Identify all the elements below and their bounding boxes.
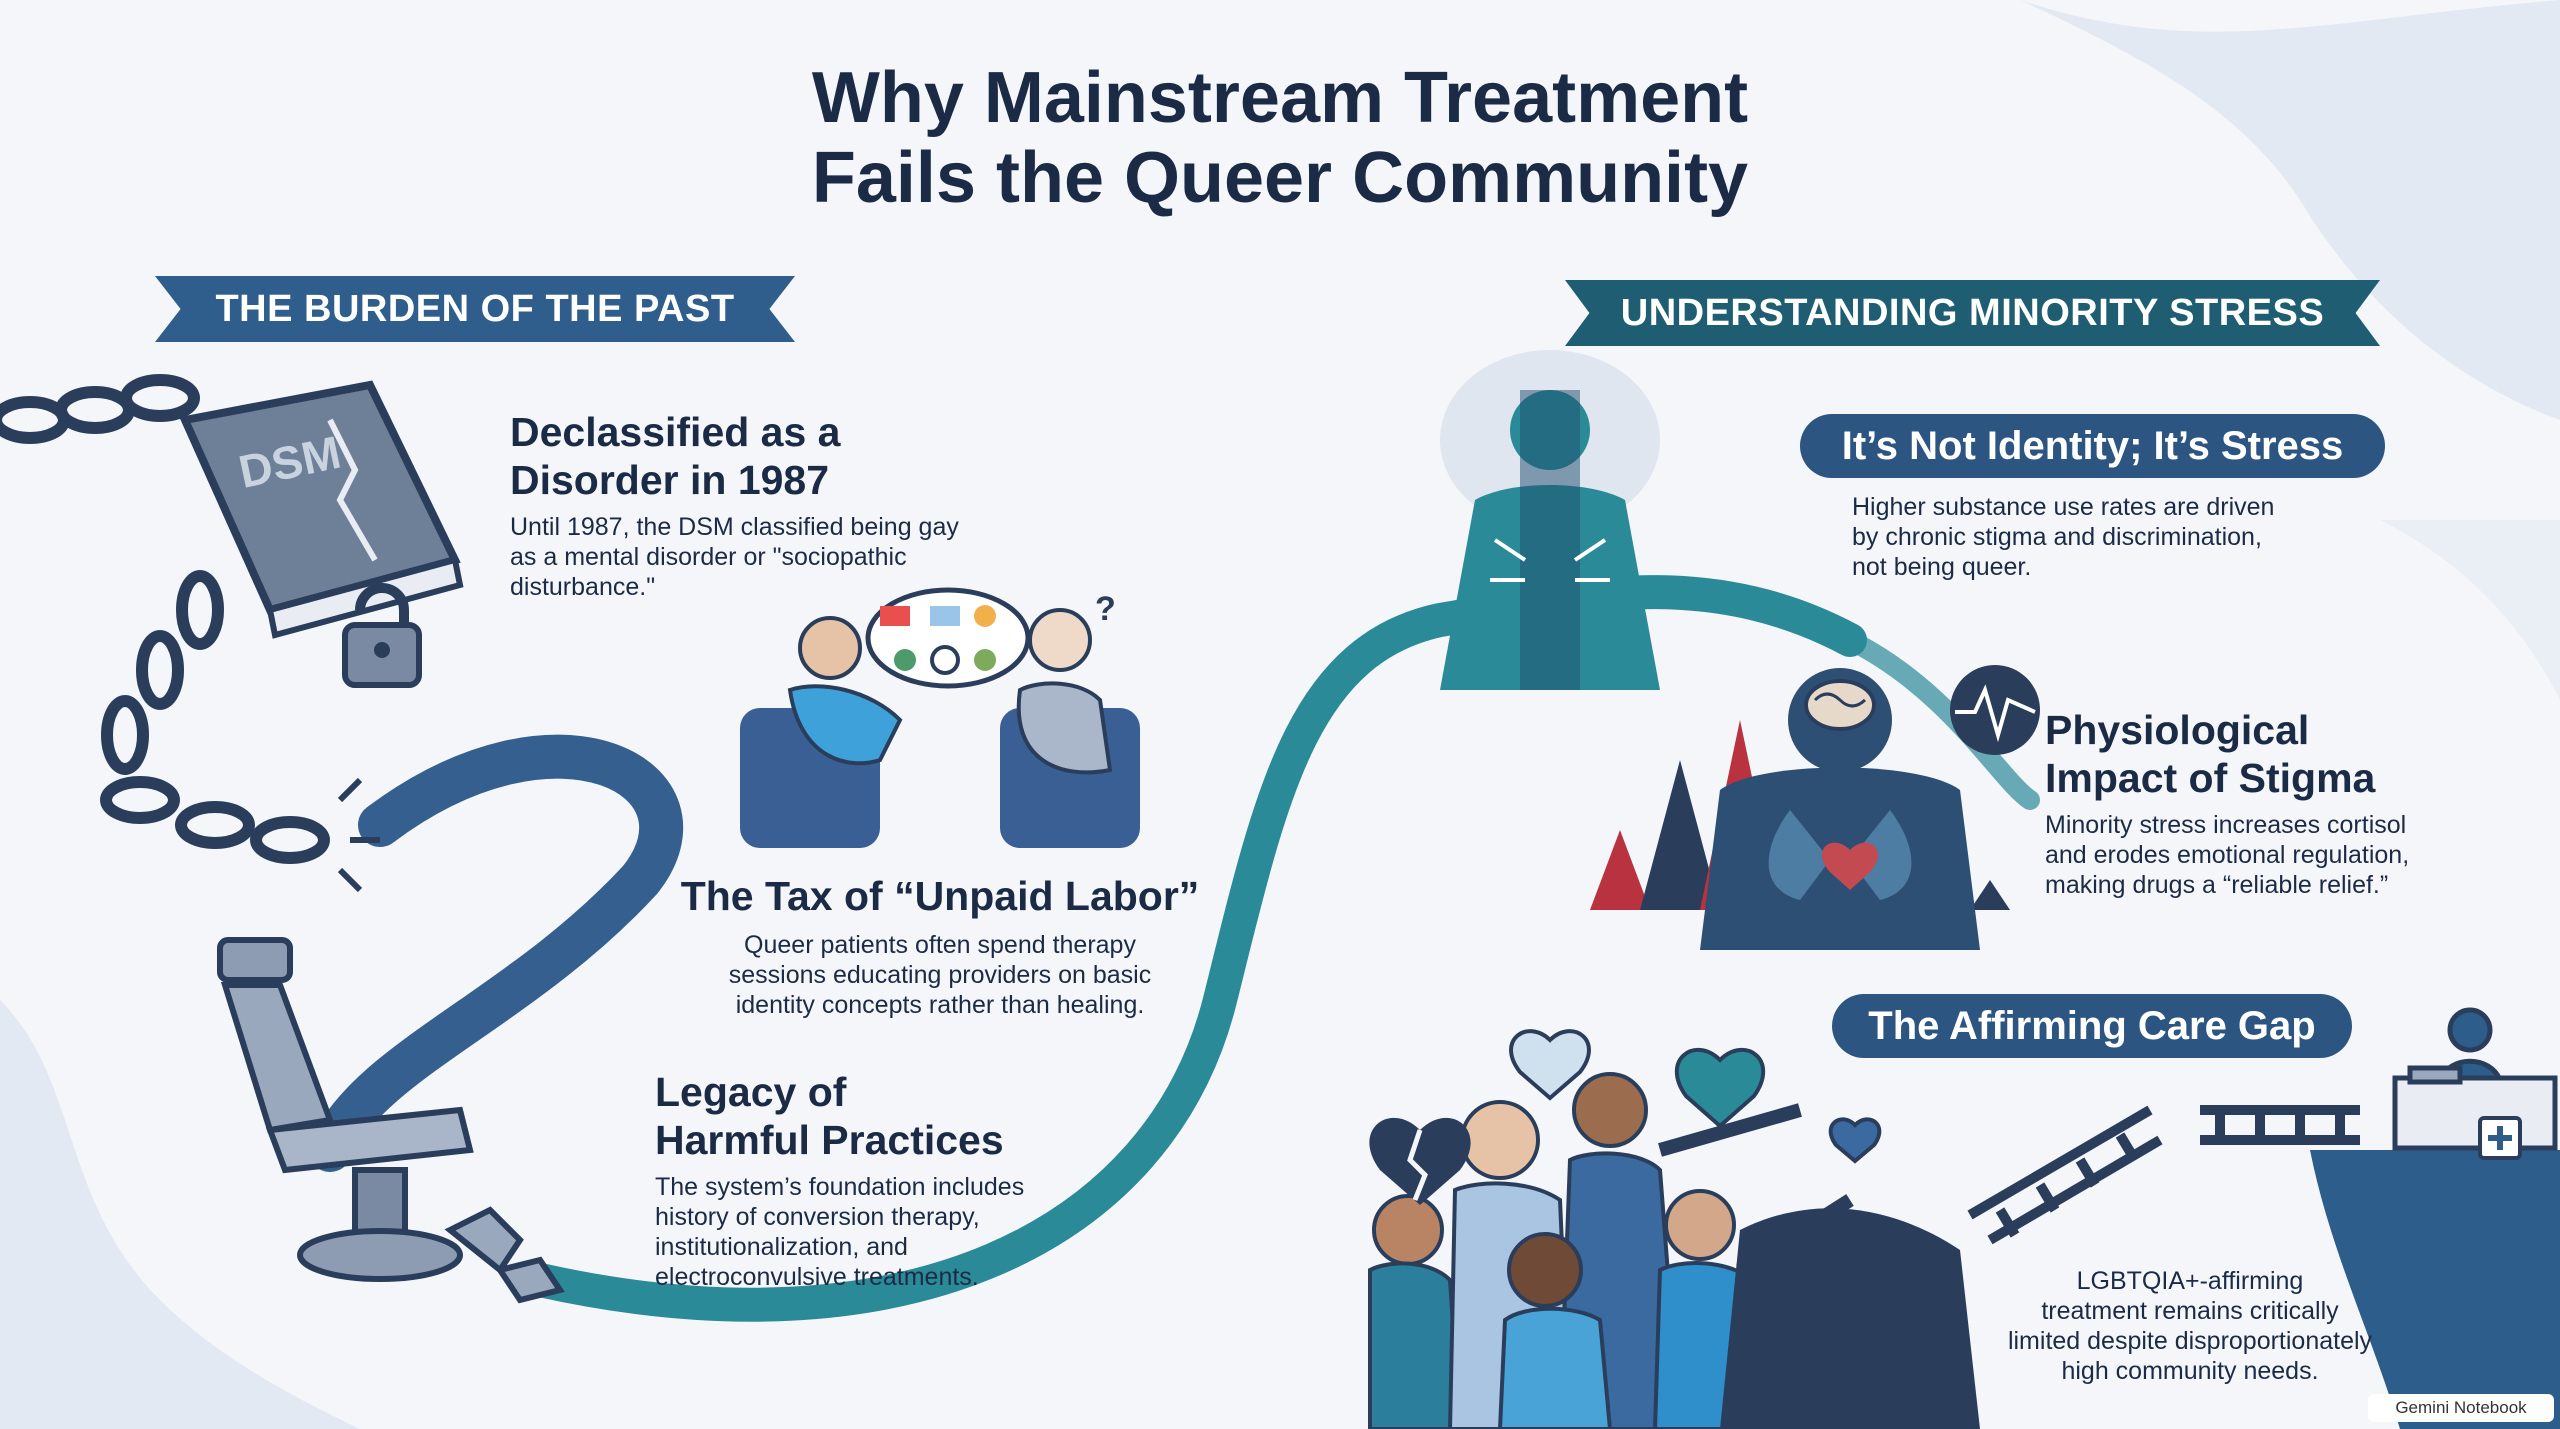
right-section-banner: UNDERSTANDING MINORITY STRESS — [1565, 280, 2380, 346]
care-gap-body-line-3: limited despite disproportionately — [2007, 1327, 2373, 1355]
heartbeat-icon — [1950, 665, 2040, 755]
medical-cross-icon — [2478, 1116, 2522, 1160]
broken-bridge-icon — [1967, 1105, 2360, 1245]
declassified-body-line-2: as a mental disorder or "sociopathic — [510, 543, 907, 571]
unpaid-labor-body-line-2: sessions educating providers on basic — [728, 961, 1152, 989]
physiological-body-line-2: and erodes emotional regulation, — [2045, 841, 2410, 869]
care-gap-body: LGBTQIA+-affirming treatment remains cri… — [1950, 1266, 2430, 1386]
declassified-heading: Declassified as a Disorder in 1987 — [510, 408, 1070, 504]
physiological-section: Physiological Impact of Stigma Minority … — [2045, 706, 2545, 900]
not-identity-body-line-3: not being queer. — [1852, 553, 2032, 581]
page-title: Why Mainstream Treatment Fails the Queer… — [480, 58, 2080, 218]
legacy-body-line-3: institutionalization, and — [655, 1233, 908, 1261]
physiological-body-line-3: making drugs a “reliable relief.” — [2045, 871, 2389, 899]
not-identity-body-line-1: Higher substance use rates are driven — [1852, 493, 2275, 521]
care-gap-body-line-2: treatment remains critically — [2041, 1297, 2339, 1325]
declassified-heading-line-1: Declassified as a — [510, 409, 841, 455]
human-silhouette-icon — [1440, 350, 1660, 690]
physiological-heading-line-1: Physiological — [2045, 707, 2310, 753]
svg-text:?: ? — [1095, 590, 1116, 628]
declassified-heading-line-2: Disorder in 1987 — [510, 457, 830, 503]
unpaid-labor-body: Queer patients often spend therapy sessi… — [620, 930, 1260, 1020]
therapy-session-icon: ? — [740, 587, 1140, 848]
physiological-body-line-1: Minority stress increases cortisol — [2045, 811, 2407, 839]
legacy-body-line-2: history of conversion therapy, — [655, 1203, 980, 1231]
cliffs — [1720, 1150, 2560, 1429]
unpaid-labor-heading: The Tax of “Unpaid Labor” — [680, 873, 1200, 919]
legacy-section: Legacy of Harmful Practices The system’s… — [655, 1068, 1175, 1292]
padlock-icon — [342, 583, 422, 688]
legacy-body: The system’s foundation includes history… — [655, 1172, 1175, 1292]
title-line-2: Fails the Queer Community — [811, 138, 1749, 218]
legacy-heading-line-2: Harmful Practices — [655, 1117, 1004, 1163]
care-gap-body-line-4: high community needs. — [2061, 1357, 2319, 1385]
unpaid-labor-body-line-1: Queer patients often spend therapy — [744, 931, 1136, 959]
broken-chain-icon — [0, 374, 380, 893]
legacy-body-line-4: electroconvulsive treatments. — [655, 1263, 979, 1291]
declassified-section: Declassified as a Disorder in 1987 Until… — [510, 408, 1070, 602]
left-section-banner: THE BURDEN OF THE PAST — [155, 276, 795, 342]
care-gap-pill: The Affirming Care Gap — [1832, 994, 2352, 1058]
legacy-body-line-1: The system’s foundation includes — [655, 1173, 1025, 1201]
clinic-desk-icon — [2392, 1007, 2558, 1151]
physiological-heading: Physiological Impact of Stigma — [2045, 706, 2545, 802]
declassified-body-line-1: Until 1987, the DSM classified being gay — [510, 513, 959, 541]
care-gap-body-line-1: LGBTQIA+-affirming — [2076, 1267, 2304, 1295]
physiological-body: Minority stress increases cortisol and e… — [2045, 810, 2545, 900]
dsm-book-icon: DSM — [179, 380, 464, 639]
brain-icon — [1804, 679, 1876, 731]
not-identity-pill: It’s Not Identity; It’s Stress — [1800, 414, 2385, 478]
legacy-heading-line-1: Legacy of — [655, 1069, 847, 1115]
broken-heart-icon — [1369, 1117, 1471, 1205]
declassified-body-line-3: disturbance." — [510, 573, 656, 601]
unpaid-labor-section: The Tax of “Unpaid Labor” Queer patients… — [620, 872, 1260, 1020]
watermark: Gemini Notebook — [2368, 1394, 2554, 1422]
not-identity-body-line-2: by chronic stigma and discrimination, — [1852, 523, 2262, 551]
unpaid-labor-body-line-3: identity concepts rather than healing. — [735, 991, 1145, 1019]
legacy-heading: Legacy of Harmful Practices — [655, 1068, 1175, 1164]
not-identity-body: Higher substance use rates are driven by… — [1852, 492, 2372, 582]
physiological-heading-line-2: Impact of Stigma — [2045, 755, 2376, 801]
title-line-1: Why Mainstream Treatment — [811, 58, 1749, 138]
declassified-body: Until 1987, the DSM classified being gay… — [510, 512, 1070, 602]
electroshock-chair-icon — [217, 937, 565, 1304]
